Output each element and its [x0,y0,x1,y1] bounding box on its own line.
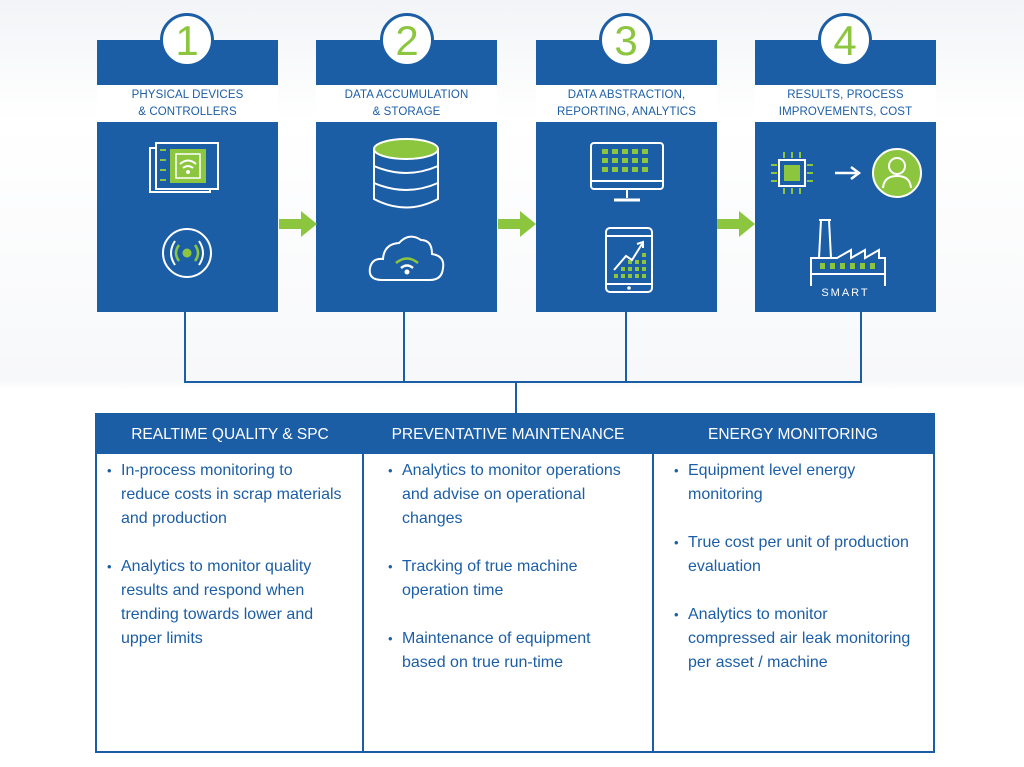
column-title-energy-monitoring: ENERGY MONITORING [708,426,878,443]
smart-factory-icon [810,219,886,286]
stage-2-label-line2: & STORAGE [372,106,441,118]
connector-line-stage-1 [184,312,186,383]
stage-2-number: 2 [380,13,434,67]
stage-3-number: 3 [599,13,653,67]
flow-arrow-2-3-icon [498,211,536,237]
stage-4-label-band: RESULTS, PROCESS IMPROVEMENTS, COST SAVI… [755,85,936,135]
list-item: True cost per unit of production evaluat… [674,531,932,579]
column-divider-1 [362,454,364,751]
column-title-preventative-maintenance: PREVENTATIVE MAINTENANCE [391,426,625,443]
stage-2-label-band: DATA ACCUMULATION & STORAGE [316,85,497,122]
list-item: Analytics to monitor quality results and… [107,555,357,651]
arrow-right-icon [835,166,862,180]
stage-1-number: 1 [160,13,214,67]
circuit-board-wifi-icon [149,142,219,193]
connector-bus-horizontal [184,381,862,383]
stage-4-label-line2: IMPROVEMENTS, COST SAVINGS [778,106,913,135]
preventative-maintenance-list: Analytics to monitor operations and advi… [388,459,650,699]
stage-3-label-band: DATA ABSTRACTION, REPORTING, ANALYTICS [536,85,717,122]
stage-1-label-line1: PHYSICAL DEVICES [131,89,244,101]
stage-3-card: DATA ABSTRACTION, REPORTING, ANALYTICS [536,40,717,312]
stage-1-label-band: PHYSICAL DEVICES & CONTROLLERS [97,85,278,122]
stage-2-label-line1: DATA ACCUMULATION [344,89,469,101]
list-item: Analytics to monitor operations and advi… [388,459,650,531]
applications-panel: REALTIME QUALITY & SPC PREVENTATIVE MAIN… [95,413,935,753]
energy-monitoring-list: Equipment level energy monitoring True c… [674,459,932,699]
monitor-dashboard-icon [590,142,664,202]
applications-header-bar [97,415,933,454]
stage-4-card: RESULTS, PROCESS IMPROVEMENTS, COST SAVI… [755,40,936,312]
chip-icon [771,152,813,194]
user-icon [872,148,922,198]
stage-1-card: PHYSICAL DEVICES & CONTROLLERS [97,40,278,312]
stage-4-label-line1: RESULTS, PROCESS [787,89,904,101]
smart-factory-label: SMART [821,287,870,299]
column-divider-2 [652,454,654,751]
realtime-quality-list: In-process monitoring to reduce costs in… [107,459,357,675]
connector-line-stage-3 [625,312,627,383]
flow-arrow-1-2-icon [279,211,317,237]
tablet-chart-icon [605,227,653,293]
list-item: Equipment level energy monitoring [674,459,932,507]
stage-3-label-line1: DATA ABSTRACTION, [567,89,686,101]
list-item: In-process monitoring to reduce costs in… [107,459,357,531]
list-item: Analytics to monitor compressed air leak… [674,603,932,675]
list-item: Maintenance of equipment based on true r… [388,627,650,675]
stage-2-card: DATA ACCUMULATION & STORAGE [316,40,497,312]
stage-3-label-line2: REPORTING, ANALYTICS [557,106,696,118]
stage-4-number: 4 [818,13,872,67]
database-icon [373,138,439,209]
flow-arrow-3-4-icon [717,211,755,237]
connector-line-stage-2 [403,312,405,383]
list-item: Tracking of true machine operation time [388,555,650,603]
sensor-signal-icon [162,228,212,278]
cloud-wifi-icon [368,235,445,281]
connector-line-stage-4 [860,312,862,383]
column-title-realtime-quality: REALTIME QUALITY & SPC [131,426,329,443]
stage-1-label-line2: & CONTROLLERS [138,106,237,118]
connector-line-to-applications [515,381,517,414]
